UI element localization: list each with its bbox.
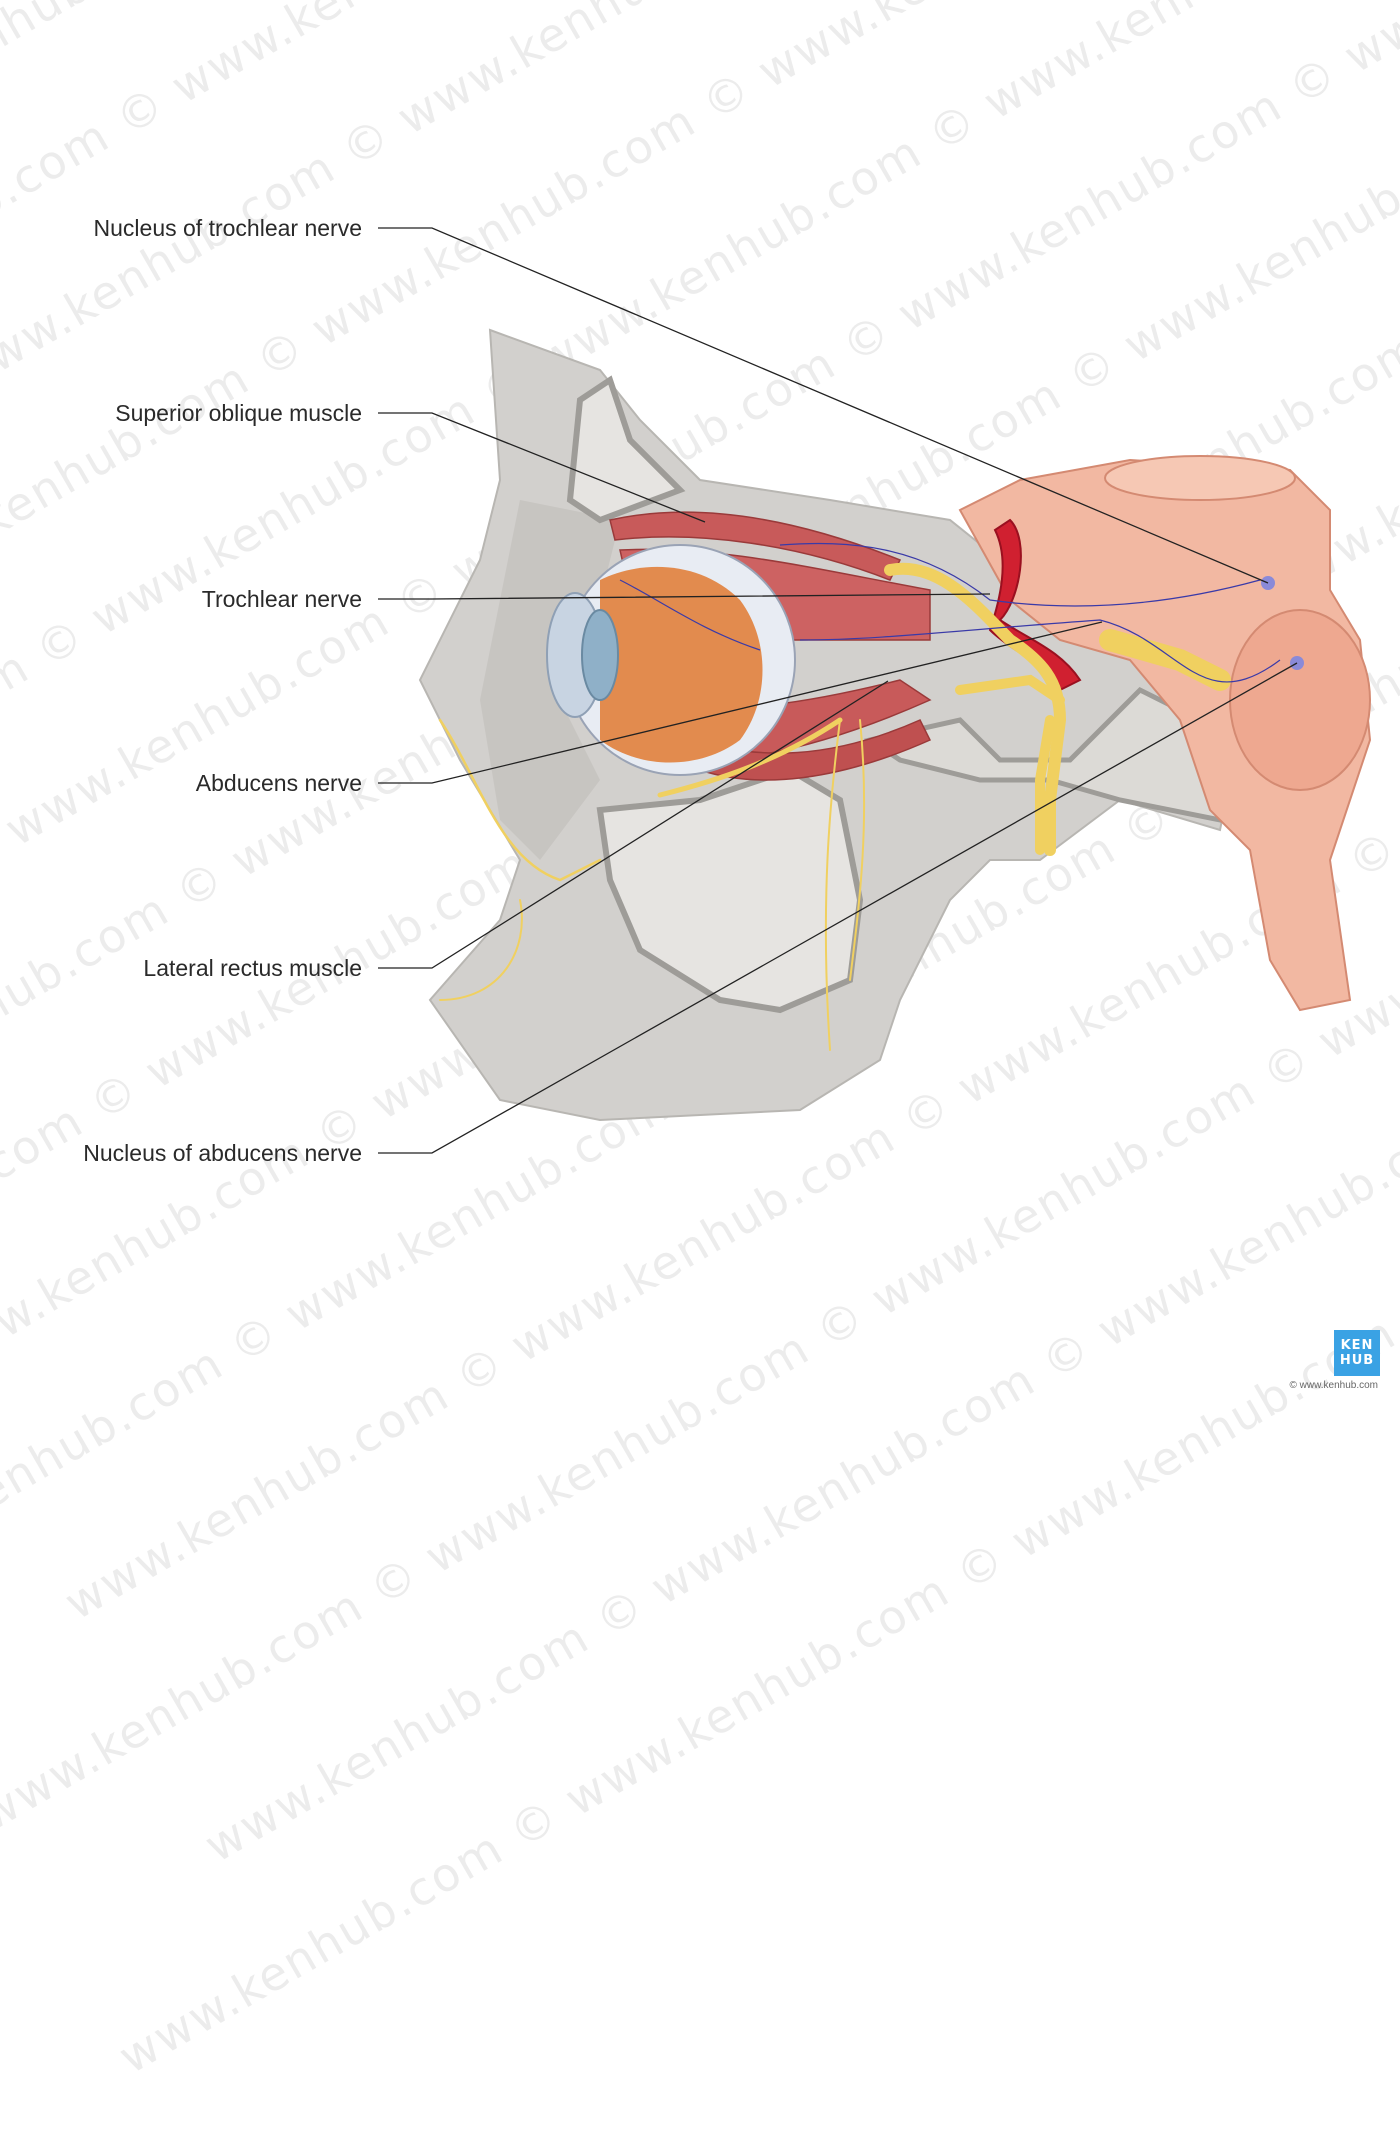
- maxillary-plexus-path-2: [849, 719, 866, 981]
- label-abducens-nerve: Abducens nerve: [195, 770, 362, 796]
- maxillary-branch-path: [955, 674, 1065, 705]
- brainstem: [958, 458, 1372, 1012]
- label-lateral-rectus-muscle: Lateral rectus muscle: [143, 955, 362, 981]
- label-trochlear-nerve: Trochlear nerve: [201, 586, 362, 612]
- copyright-text: © www.kenhub.com: [1289, 1380, 1378, 1391]
- leader-line-nucleus-abducens: [378, 662, 1298, 1154]
- facial-branches-lower-path: [439, 899, 523, 1001]
- abducens-fiber: [799, 619, 1281, 683]
- nerve-fibers: [619, 542, 1281, 683]
- infraorbital-nerve-path: [657, 717, 843, 798]
- midbrain-top: [1104, 455, 1296, 501]
- leader-line-trochlear-nerve: [378, 593, 991, 600]
- logo-line-2: HUB: [1339, 1353, 1375, 1368]
- label-nucleus-of-abducens-nerve: Nucleus of abducens nerve: [83, 1140, 362, 1166]
- frontal-sinus: [566, 375, 686, 524]
- trigeminal-branch-path: [1099, 629, 1231, 691]
- anatomy-illustration: [378, 227, 1372, 1154]
- pons: [1229, 609, 1371, 791]
- kenhub-logo: KEN HUB: [1334, 1330, 1380, 1376]
- maxillary-plexus-path: [824, 719, 841, 1051]
- mandibular-branch-path: [1035, 715, 1055, 855]
- fiber-loop: [619, 579, 761, 651]
- trochlear-fiber: [779, 542, 1261, 607]
- label-superior-oblique-muscle: Superior oblique muscle: [115, 400, 362, 426]
- leader-line-superior-oblique: [378, 412, 706, 523]
- facial-branches-path: [438, 718, 602, 882]
- nerves: [438, 562, 1231, 1051]
- leader-lines: [378, 227, 1298, 1154]
- leader-line-nucleus-trochlear: [378, 227, 1269, 584]
- eye-lens: [581, 609, 619, 701]
- leader-line-abducens: [378, 621, 1103, 784]
- label-nucleus-of-trochlear-nerve: Nucleus of trochlear nerve: [93, 215, 362, 241]
- leader-line-lateral-rectus: [378, 680, 889, 969]
- logo-line-1: KEN: [1340, 1338, 1374, 1353]
